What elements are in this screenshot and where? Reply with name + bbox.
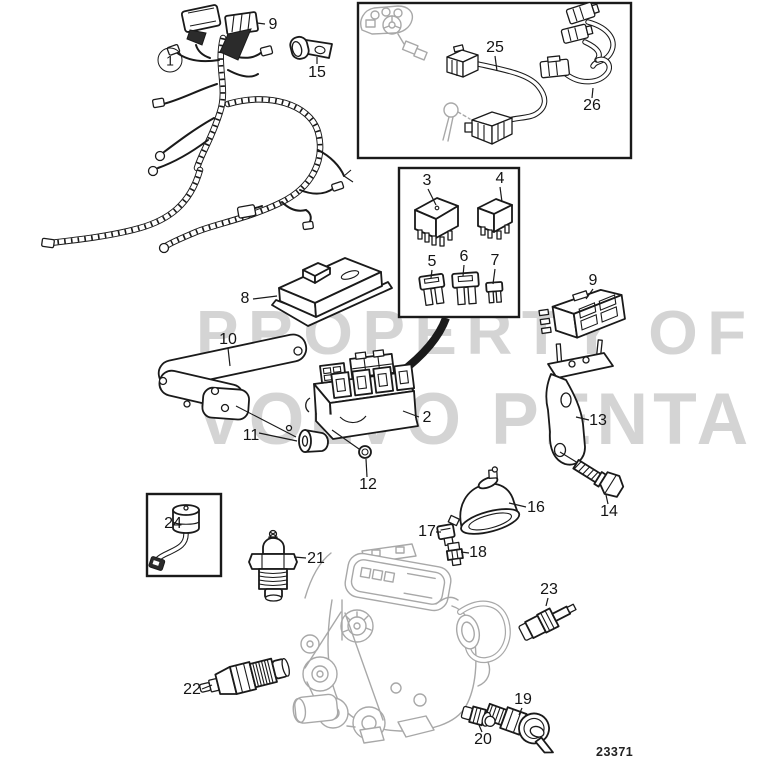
wiring-harness-drawing	[41, 4, 354, 254]
temperature-sensor-drawing	[248, 529, 298, 602]
callout-15: 15	[308, 64, 326, 81]
callout-leader-lines	[201, 22, 609, 733]
callout-4: 4	[495, 170, 505, 187]
mounting-bracket-drawing	[157, 333, 308, 438]
support-bracket-drawing	[545, 339, 614, 475]
accessory-cables-box	[356, 1, 633, 160]
rubber-bushing-drawing	[285, 424, 329, 453]
hex-bolt-drawing	[572, 459, 625, 498]
callout-5: 5	[427, 253, 437, 270]
callout-23: 23	[540, 581, 558, 598]
sensor-kit-box	[145, 492, 223, 578]
callout-20: 20	[474, 731, 492, 748]
callout-22: 22	[183, 681, 201, 698]
callout-13: 13	[589, 412, 607, 429]
bell-component-drawing	[459, 466, 521, 535]
plug-fitting-drawing	[445, 541, 464, 567]
coolant-sensor-drawing	[199, 657, 290, 695]
cable-clamp-drawing	[289, 35, 333, 60]
elbow-fitting-drawing	[436, 514, 461, 547]
drawing-number: 23371	[596, 745, 634, 759]
callout-6: 6	[459, 248, 469, 265]
fuse-box-drawing	[305, 349, 419, 450]
callout-12: 12	[359, 476, 377, 493]
callout-1: 1	[157, 47, 183, 73]
multipin-connector-drawing	[538, 289, 626, 339]
callout-2: 2	[422, 409, 432, 426]
callout-16: 16	[527, 499, 545, 516]
callout-14: 14	[600, 503, 618, 520]
callout-3: 3	[422, 172, 432, 189]
watermark-line-2: VOLVO PENTA	[196, 377, 754, 460]
callout-17: 17	[418, 523, 436, 540]
callout-10: 10	[219, 331, 237, 348]
cover-lid-drawing	[271, 257, 393, 327]
callout-19: 19	[514, 691, 532, 708]
callout-24: 24	[164, 515, 182, 532]
glow-sensor-drawing	[518, 603, 577, 641]
adapter-fitting-drawing	[460, 705, 496, 727]
callout-8: 8	[240, 290, 250, 307]
callout-11: 11	[242, 427, 260, 444]
callout-7: 7	[490, 252, 500, 269]
callout-25: 25	[486, 39, 504, 56]
callout-26: 26	[583, 97, 601, 114]
callout-9-right: 9	[588, 272, 598, 289]
callout-18: 18	[469, 544, 487, 561]
relay-fuse-box	[397, 166, 521, 319]
callout-21: 21	[307, 550, 325, 567]
callout-9-top: 9	[268, 16, 278, 33]
mounting-nut-drawing	[358, 445, 372, 459]
engine-ghost-drawing	[292, 543, 511, 744]
